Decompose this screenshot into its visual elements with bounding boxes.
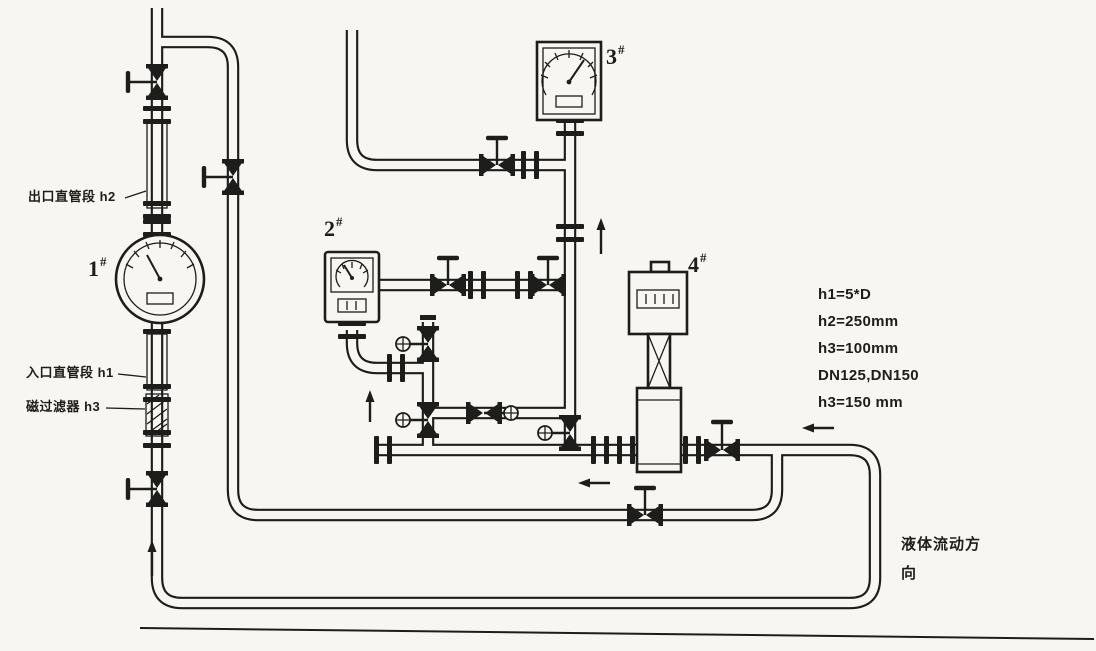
meter4-number: 4 [688,252,699,277]
spec-note-h3: h3=100mm [818,340,899,357]
leader-lines [105,190,147,410]
handwheel-icon [395,336,411,352]
flow-arrows [147,218,834,576]
spec-note-h3b: h3=150 mm [818,394,903,411]
handwheel-icon [201,166,207,188]
handwheel-icon [125,478,131,500]
handwheel-icon [125,71,131,93]
meter1-gauge [114,233,206,325]
meter1-hash: # [100,253,107,269]
meter2-number: 2 [324,216,335,241]
spec-notes: h1=5*D h2=250mm h3=100mm DN125,DN150 h3=… [818,281,919,416]
meter4-flowmeter [627,260,689,474]
meter4-hash: # [700,249,707,265]
spec-note-h2: h2=250mm [818,313,899,330]
label-inlet-straight-section: 入口直管段 h1 [26,365,114,380]
flow-direction-line1: 液体流动方 [901,536,982,553]
handwheel-icon [711,419,733,425]
pipe-network [157,8,875,603]
valves [125,64,740,526]
inlet-straight-section [146,333,168,391]
meter3-label: 3# [606,41,625,69]
meter1-label: 1# [88,253,107,281]
ground-line [139,627,1095,640]
spec-note-dn: DN125,DN150 [818,367,919,384]
meter2-hash: # [336,213,343,229]
magnetic-filter-body [145,393,169,437]
handwheel-icon [503,405,519,421]
meter3-hash: # [618,41,625,57]
handwheel-icon [486,135,508,141]
handwheel-icon [537,255,559,261]
spec-note-h1: h1=5*D [818,286,872,303]
label-outlet-straight-section: 出口直管段 h2 [28,189,116,204]
flow-direction-line2: 向 [901,565,918,582]
pipe-cap [420,315,436,320]
meter4-label: 4# [688,249,707,277]
handwheel-icon [537,425,553,441]
meter1-number: 1 [88,256,99,281]
meter2-label: 2# [324,213,343,241]
meter3-number: 3 [606,44,617,69]
handwheel-icon [634,485,656,491]
label-magnetic-filter: 磁过滤器 h3 [26,399,101,414]
meter2-gauge [323,250,381,324]
meter3-gauge [535,40,603,122]
flow-direction-note: 液体流动方 向 [901,530,981,588]
handwheel-icon [395,412,411,428]
handwheel-icon [437,255,459,261]
